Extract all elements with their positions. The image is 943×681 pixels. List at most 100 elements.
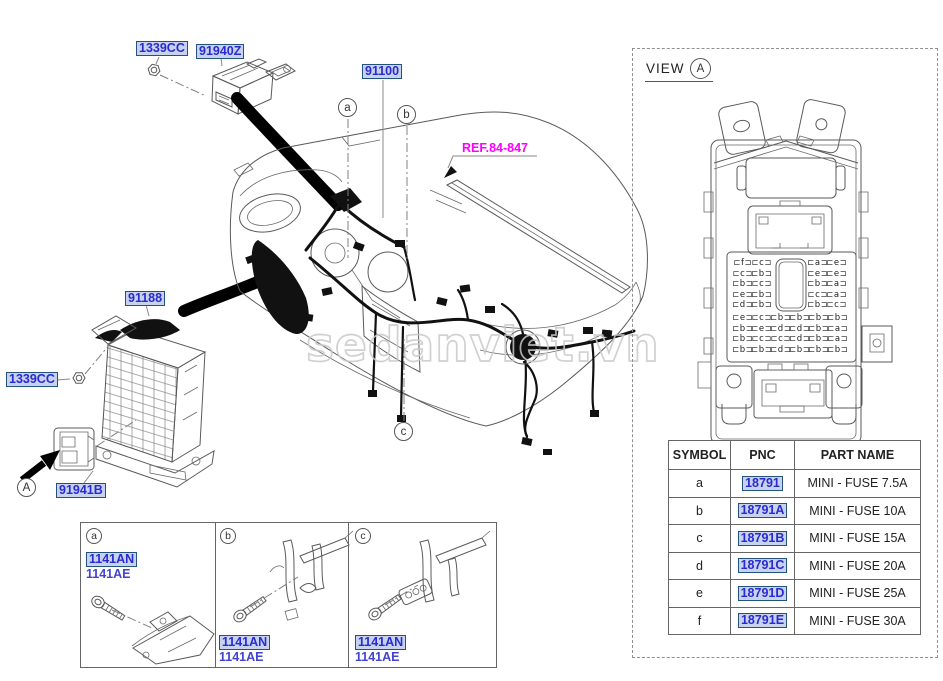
fuse-symbol-cell: f [668,606,731,635]
pnc-link[interactable]: 18791B [737,530,788,546]
fuse-slot: c [752,313,771,323]
fuse-slot: b [828,313,847,323]
part-label-1339cc-left[interactable]: 1339CC [6,372,58,388]
fuse-slot: e [752,324,771,334]
fuse-row: cb [733,269,771,279]
fuse-slot: c [771,334,790,344]
fuse-row: ba [808,279,846,289]
view-direction-arrow [22,450,60,480]
ref-leader [444,156,537,178]
fuse-slot: e [733,313,752,323]
fuse-table-row: e 18791D MINI - FUSE 25A [668,579,921,608]
fuse-slot: d [790,334,809,344]
pnc-link[interactable]: 18791 [742,475,783,491]
pnc-link[interactable]: 18791A [737,503,788,519]
fuse-slot: b [752,290,771,300]
pnc-link[interactable]: 18791C [737,558,788,574]
part-label-1141ae-a[interactable]: 1141AE [86,567,131,582]
callout-circle-view-a: A [17,478,36,497]
fuse-slot: b [733,324,752,334]
fuse-row: ecbbbb [733,313,847,323]
view-a-panel [632,48,938,658]
part-label-91100[interactable]: 91100 [362,64,403,80]
fuse-row: ee [808,269,846,279]
fuse-slot: b [733,345,752,355]
fuse-slot: d [771,324,790,334]
fuse-slot: d [733,300,752,310]
fuse-row: ca [808,290,846,300]
bottom-callout-a: a [86,528,102,544]
fuse-part-name-cell: MINI - FUSE 7.5A [794,469,921,498]
fuse-slot: b [752,300,771,310]
bolt-sketch-b [231,531,353,625]
callout-letter: b [225,530,231,542]
bottom-detail-panel [80,522,497,668]
part-label-1141ae-c[interactable]: 1141AE [355,650,400,665]
bottom-panel-divider-1 [215,522,216,668]
fuse-grid-left: fccbbcebdb [733,258,773,313]
part-label-1339cc-top[interactable]: 1339CC [136,41,188,57]
fuse-row: fc [733,258,771,268]
fuse-grid-right: aeeebacabc [808,258,848,313]
callout-letter: c [360,530,366,542]
fuse-slot: a [828,324,847,334]
bolt-sketch-c [366,531,490,623]
bottom-cell-c-labels: 1141AN 1141AE [355,635,407,665]
fuse-slot: b [790,313,809,323]
fuse-pnc-cell: 18791D [730,579,795,608]
bolt-sketch-a [89,593,214,664]
fuse-symbol-cell: d [668,551,731,580]
nut-top-drawing [146,63,162,77]
fuse-row: bc [808,300,846,310]
fuse-slot: b [733,334,752,344]
part-label-91188[interactable]: 91188 [125,291,166,307]
part-label-1141an-b[interactable]: 1141AN [219,635,271,651]
fuse-slot: c [752,279,771,289]
fuse-part-name-cell: MINI - FUSE 15A [794,524,921,553]
fuse-slot: c [752,334,771,344]
view-title-underline [645,81,713,82]
callout-circle-b: b [397,105,416,124]
part-label-91940z[interactable]: 91940Z [196,44,245,60]
callout-circle-c: c [394,422,413,441]
fuse-slot: b [733,279,752,289]
fuse-pnc-cell: 18791B [730,524,795,553]
fuse-pnc-cell: 18791E [730,606,795,635]
fuse-slot: b [809,334,828,344]
fuse-slot: a [827,279,846,289]
part-label-1141ae-b[interactable]: 1141AE [219,650,264,665]
fuse-slot: f [733,258,752,268]
fuse-slot: b [809,313,828,323]
relay-drawing [212,59,295,114]
fuse-part-name-cell: MINI - FUSE 25A [794,579,921,608]
fuse-row: bc [733,279,771,289]
fuse-slot: b [828,345,847,355]
pnc-link[interactable]: 18791D [737,585,788,601]
part-label-1141an-c[interactable]: 1141AN [355,635,407,651]
pnc-link[interactable]: 18791E [737,613,788,629]
fuse-row: db [733,300,771,310]
fuse-table-header-row: SYMBOL PNC PART NAME [668,440,921,470]
callout-letter: b [403,108,410,121]
callout-letter: A [22,481,31,494]
view-letter-circle: A [690,58,711,79]
fuse-slot: b [771,313,790,323]
ref-callout-link[interactable]: REF.84-847 [462,141,529,155]
fuse-slot: b [752,345,771,355]
part-label-1141an-a[interactable]: 1141AN [86,552,138,568]
bottom-panel-divider-2 [348,522,349,668]
cover-drawing [54,428,94,470]
part-label-91941b[interactable]: 91941B [56,483,106,499]
fuse-symbol-cell: b [668,496,731,525]
fuse-slot: a [827,290,846,300]
fuse-slot: e [827,258,846,268]
fuse-symbol-cell: e [668,579,731,608]
fusebox-front-view-drawing [698,98,892,444]
fuse-part-name-cell: MINI - FUSE 30A [794,606,921,635]
callout-letter: a [344,101,351,114]
fuse-slot: c [827,300,846,310]
fuse-slot: c [808,290,827,300]
callout-circle-a: a [338,98,357,117]
